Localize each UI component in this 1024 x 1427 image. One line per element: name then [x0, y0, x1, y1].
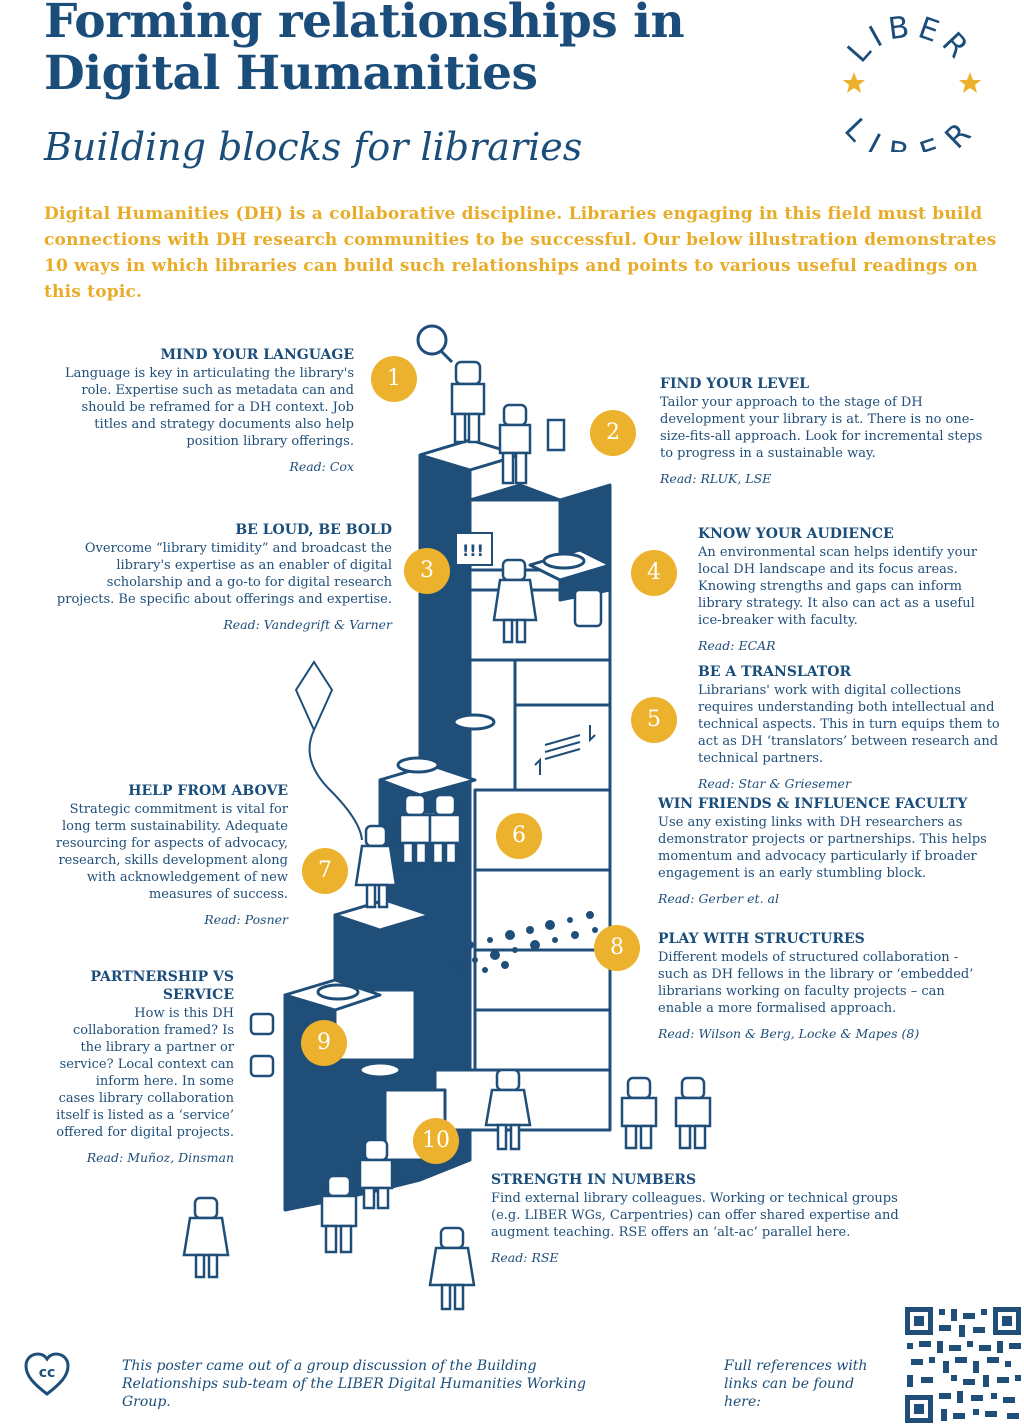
section-body: Use any existing links with DH researche…: [658, 815, 987, 881]
section-title: PLAY WITH STRUCTURES: [658, 931, 865, 947]
section-read: Read: Wilson & Berg, Locke & Mapes (8): [658, 1026, 920, 1041]
section-read: Read: Muñoz, Dinsman: [86, 1150, 234, 1165]
section-body: Strategic commitment is vital for long t…: [55, 802, 288, 902]
section-partnership-vs-service: PARTNERSHIP VS SERVICE How is this DH co…: [56, 968, 234, 1166]
section-play-with-structures: PLAY WITH STRUCTURES Different models of…: [658, 930, 988, 1042]
section-read: Read: Gerber et. al: [658, 891, 779, 906]
number-badge-7: 7: [302, 848, 348, 894]
section-title: STRENGTH IN NUMBERS: [491, 1172, 697, 1188]
footer-credit: This poster came out of a group discussi…: [122, 1358, 587, 1410]
section-read: Read: Posner: [204, 912, 288, 927]
section-read: Read: Star & Griesemer: [698, 776, 851, 791]
section-win-friends: WIN FRIENDS & INFLUENCE FACULTY Use any …: [658, 795, 1008, 907]
speech-bubble-icon: [455, 532, 493, 566]
star-icon: [959, 72, 981, 93]
figures: [182, 360, 712, 1311]
section-strength-in-numbers: STRENGTH IN NUMBERS Find external librar…: [491, 1171, 901, 1266]
section-mind-your-language: MIND YOUR LANGUAGE Language is key in ar…: [50, 346, 354, 475]
poster-subtitle: Building blocks for libraries: [44, 125, 583, 169]
number-badge-10: 10: [413, 1118, 459, 1164]
kite-icon: [294, 660, 334, 733]
section-body: Different models of structured collabora…: [658, 950, 974, 1016]
section-body: How is this DH collaboration framed? Is …: [56, 1006, 234, 1140]
number-badge-5: 5: [631, 697, 677, 743]
number-badge-6: 6: [496, 813, 542, 859]
number-badge-1: 1: [371, 356, 417, 402]
section-find-your-level: FIND YOUR LEVEL Tailor your approach to …: [660, 375, 995, 487]
number-badge-9: 9: [301, 1020, 347, 1066]
number-badge-3: 3: [404, 548, 450, 594]
creative-commons-icon[interactable]: cc: [24, 1352, 70, 1396]
section-title: BE A TRANSLATOR: [698, 664, 852, 680]
section-title: KNOW YOUR AUDIENCE: [698, 526, 894, 542]
section-title: FIND YOUR LEVEL: [660, 376, 810, 392]
section-be-a-translator: BE A TRANSLATOR Librarians' work with di…: [698, 663, 1010, 792]
section-title: MIND YOUR LANGUAGE: [160, 347, 355, 363]
section-read: Read: Vandegrift & Varner: [223, 617, 392, 632]
section-body: Librarians' work with digital collection…: [698, 683, 1000, 766]
section-know-your-audience: KNOW YOUR AUDIENCE An environmental scan…: [698, 525, 993, 654]
section-be-loud-be-bold: BE LOUD, BE BOLD Overcome “library timid…: [50, 521, 392, 633]
liber-logo: LIBER LIBER: [837, 12, 981, 152]
number-badge-2: 2: [590, 410, 636, 456]
qr-code[interactable]: [903, 1305, 1023, 1425]
section-read: Read: RLUK, LSE: [660, 471, 772, 486]
cc-label: cc: [39, 1365, 56, 1381]
poster-title: Forming relationships in Digital Humanit…: [44, 0, 685, 101]
section-title: WIN FRIENDS & INFLUENCE FACULTY: [658, 796, 968, 812]
section-body: An environmental scan helps identify you…: [698, 545, 978, 628]
section-title: HELP FROM ABOVE: [128, 783, 288, 799]
section-body: Overcome “library timidity” and broadcas…: [56, 541, 392, 607]
number-badge-8: 8: [594, 925, 640, 971]
number-badge-4: 4: [631, 550, 677, 596]
intro-text: Digital Humanities (DH) is a collaborati…: [44, 204, 997, 302]
section-title: BE LOUD, BE BOLD: [235, 522, 392, 538]
section-help-from-above: HELP FROM ABOVE Strategic commitment is …: [48, 782, 288, 928]
section-read: Read: ECAR: [698, 638, 776, 653]
magnifier-icon: [416, 324, 448, 356]
section-read: Read: Cox: [289, 459, 354, 474]
section-title: PARTNERSHIP VS SERVICE: [90, 969, 234, 1003]
svg-text:!!!: !!!: [462, 541, 484, 560]
section-read: Read: RSE: [491, 1250, 559, 1265]
section-body: Tailor your approach to the stage of DH …: [660, 395, 983, 461]
section-body: Language is key in articulating the libr…: [65, 366, 354, 449]
footer-references: Full references with links can be found …: [724, 1358, 868, 1410]
section-body: Find external library colleagues. Workin…: [491, 1191, 899, 1240]
star-icon: [843, 72, 865, 93]
